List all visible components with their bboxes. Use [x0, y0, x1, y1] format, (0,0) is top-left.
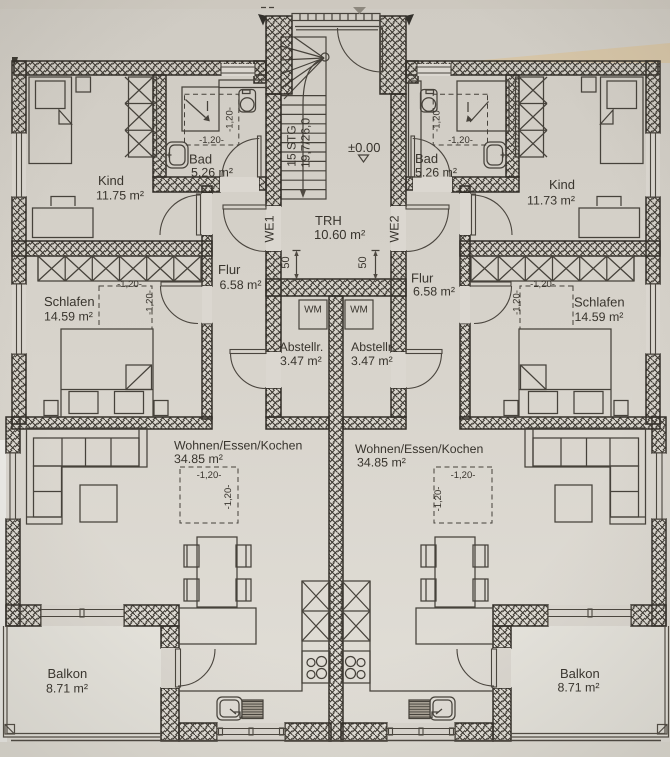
svg-text:WM: WM	[350, 305, 368, 316]
svg-text:WM: WM	[304, 305, 322, 316]
svg-text:Balkon: Balkon	[48, 666, 88, 681]
svg-text:34.85 m²: 34.85 m²	[357, 456, 406, 470]
svg-text:Wohnen/Essen/Kochen: Wohnen/Essen/Kochen	[355, 442, 483, 456]
svg-text:34.85 m²: 34.85 m²	[174, 452, 223, 466]
svg-text:Bad: Bad	[415, 151, 438, 166]
svg-text:-1,20-: -1,20-	[117, 279, 142, 290]
svg-text:10.60 m²: 10.60 m²	[314, 227, 366, 242]
svg-text:WE1: WE1	[263, 215, 277, 242]
svg-text:-1,20-: -1,20-	[448, 135, 473, 146]
svg-text:6.58 m²: 6.58 m²	[220, 278, 262, 292]
svg-text:14.59 m²: 14.59 m²	[44, 310, 93, 324]
svg-text:-1,20-: -1,20-	[145, 290, 156, 315]
svg-text:-1,20-: -1,20-	[225, 107, 236, 132]
svg-text:Schlafen: Schlafen	[574, 295, 625, 310]
svg-text:-1,20-: -1,20-	[199, 135, 224, 146]
svg-text:±0.00: ±0.00	[348, 140, 380, 155]
svg-text:14.59 m²: 14.59 m²	[575, 310, 624, 324]
svg-text:-1,20-: -1,20-	[223, 485, 234, 510]
svg-text:WE2: WE2	[388, 215, 402, 242]
svg-text:Bad: Bad	[189, 152, 212, 167]
svg-text:Kind: Kind	[549, 177, 575, 192]
svg-text:-1,20-: -1,20-	[512, 290, 523, 315]
svg-text:6.58 m²: 6.58 m²	[413, 285, 455, 299]
svg-text:Flur: Flur	[218, 262, 241, 277]
svg-text:50: 50	[280, 256, 292, 268]
svg-text:Balkon: Balkon	[560, 666, 600, 681]
svg-text:Wohnen/Essen/Kochen: Wohnen/Essen/Kochen	[174, 439, 302, 453]
svg-text:8.71 m²: 8.71 m²	[46, 682, 88, 696]
svg-text:Kind: Kind	[98, 173, 124, 188]
svg-text:-1,20-: -1,20-	[197, 470, 222, 481]
svg-text:11.73 m²: 11.73 m²	[527, 194, 575, 208]
svg-text:8.71 m²: 8.71 m²	[558, 681, 600, 695]
svg-text:Flur: Flur	[411, 271, 434, 286]
svg-text:Abstellr.: Abstellr.	[280, 340, 324, 354]
svg-text:-1,20-: -1,20-	[432, 107, 443, 132]
svg-text:15 STG: 15 STG	[285, 125, 299, 166]
svg-text:-1,20-: -1,20-	[451, 470, 476, 481]
svg-text:Abstellr.: Abstellr.	[351, 340, 395, 354]
svg-text:11.75 m²: 11.75 m²	[96, 189, 144, 203]
svg-text:50: 50	[357, 256, 369, 268]
svg-text:19,7/26,0: 19,7/26,0	[299, 118, 313, 168]
svg-text:5.26 m²: 5.26 m²	[415, 166, 457, 180]
svg-text:3.47 m²: 3.47 m²	[280, 354, 322, 368]
svg-text:-1,20-: -1,20-	[530, 279, 555, 290]
svg-text:Schlafen: Schlafen	[44, 294, 95, 309]
svg-text:-1,20-: -1,20-	[433, 487, 444, 512]
svg-text:5.26 m²: 5.26 m²	[191, 166, 233, 180]
svg-text:TRH: TRH	[315, 213, 342, 228]
svg-text:3.47 m²: 3.47 m²	[351, 354, 393, 368]
